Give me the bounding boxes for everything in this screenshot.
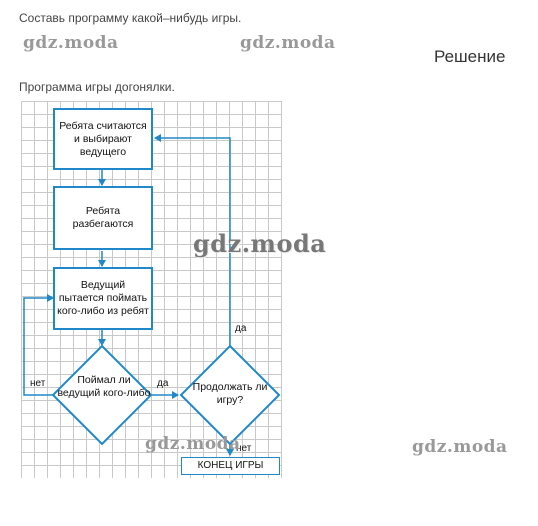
task-text: Составь программу какой–нибудь игры. [19, 11, 242, 25]
yes-label: да [235, 323, 247, 334]
end-block: КОНЕЦ ИГРЫ [181, 457, 280, 475]
no-label: нет [236, 443, 252, 454]
yes-label: да [157, 378, 169, 389]
decision-continue-text: Продолжать ли игру? [192, 381, 268, 406]
solution-heading: Решение [434, 47, 506, 66]
watermark: gdz.moda [240, 33, 336, 53]
subtitle: Программа игры догонялки. [19, 80, 175, 94]
arrow-yes-loop [154, 134, 231, 346]
no-label: нет [30, 378, 46, 389]
arrow-no-loop [23, 294, 54, 396]
decision-caught-text: Поймал ли ведущий кого-либо [57, 374, 151, 399]
step-catch: Ведущий пытается поймать кого-либо из ре… [53, 267, 153, 330]
flowchart-lines [23, 134, 281, 456]
watermark: gdz.moda [412, 437, 508, 457]
watermark: gdz.moda [145, 434, 241, 454]
decision-diamond-2 [179, 344, 281, 446]
decision-diamond-1 [51, 344, 153, 446]
watermark: gdz.moda [23, 33, 119, 53]
step-count-off: Ребята считаются и выбирают ведущего [53, 108, 153, 170]
watermark: gdz.moda [193, 229, 327, 258]
step-run-away: Ребята разбегаются [53, 186, 153, 250]
